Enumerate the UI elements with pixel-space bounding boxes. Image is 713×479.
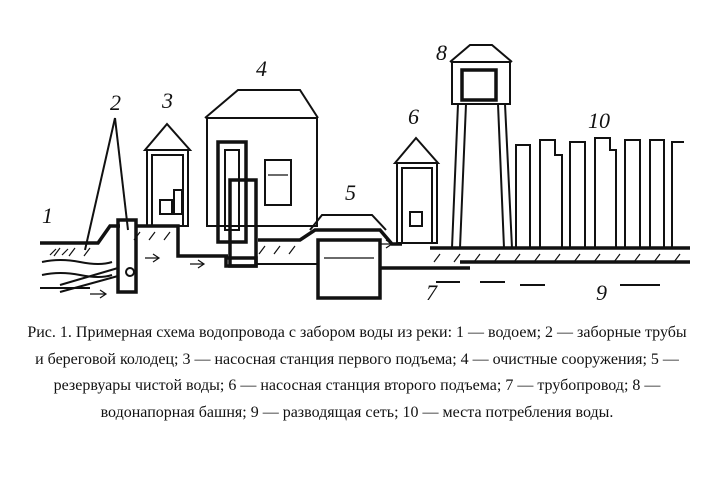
distribution-network: 9 [460, 260, 690, 305]
figure-caption: Рис. 1. Примерная схема водопровода с за… [27, 324, 687, 421]
label-1: 1 [42, 203, 53, 228]
label-10: 10 [588, 108, 610, 133]
label-5: 5 [345, 180, 356, 205]
label-3: 3 [161, 88, 173, 113]
water-tower: 8 [436, 40, 513, 249]
consumption-points: 10 [515, 108, 684, 248]
intake-well: 2 [59, 90, 138, 294]
label-7: 7 [426, 280, 438, 305]
flow-arrows [90, 239, 394, 299]
reservoir: 1 [40, 203, 113, 289]
label-8: 8 [436, 40, 447, 65]
label-2: 2 [110, 90, 121, 115]
label-4: 4 [256, 56, 267, 81]
treatment-facilities: 4 [204, 56, 319, 268]
label-9: 9 [596, 280, 607, 305]
pump-station-1: 3 [142, 88, 193, 227]
label-6: 6 [408, 104, 419, 129]
pump-station-2: 6 [392, 104, 441, 244]
pipeline: 7 [380, 266, 505, 305]
water-supply-diagram: 1 2 3 4 5 [40, 40, 690, 305]
